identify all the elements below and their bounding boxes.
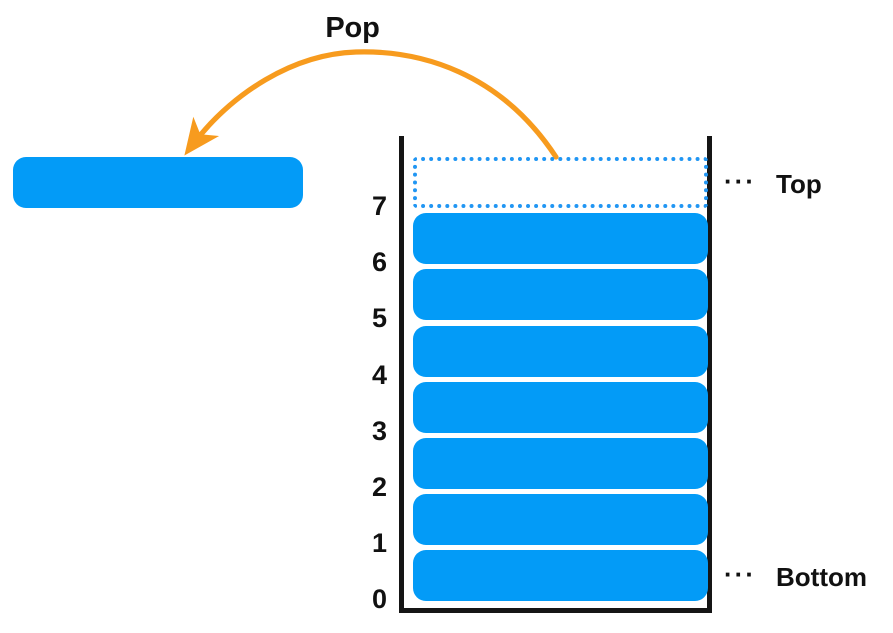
bottom-leader-dots: ···: [724, 559, 756, 589]
pop-label: Pop: [325, 12, 380, 44]
stack-slot-3[interactable]: [413, 381, 708, 433]
stack-slot-6[interactable]: [413, 213, 708, 265]
stack-index-7: 7: [371, 191, 387, 221]
popped-element[interactable]: [13, 157, 303, 208]
stack-slot-4[interactable]: [413, 325, 708, 377]
stack-index-5: 5: [371, 303, 387, 334]
stack-index-1: 1: [371, 528, 387, 559]
stack-index-column: 7 6 5 4 3 2 1 0: [335, 137, 387, 615]
bottom-label: Bottom: [776, 562, 867, 592]
stack-index-0: 0: [371, 584, 387, 615]
stack-container: [399, 136, 712, 613]
stack-index-6: 6: [371, 247, 387, 278]
stack-slots: [404, 136, 717, 613]
top-label: Top: [776, 169, 822, 199]
stack-index-4: 4: [371, 359, 387, 390]
stack-slot-0[interactable]: [413, 550, 708, 602]
stack-slot-5[interactable]: [413, 269, 708, 321]
stack-slot-1[interactable]: [413, 494, 708, 546]
top-leader-dots: ···: [724, 166, 756, 196]
stack-index-2: 2: [371, 472, 387, 502]
stack-slot-2[interactable]: [413, 438, 708, 489]
stack-slot-7[interactable]: [413, 157, 708, 208]
stack-index-3: 3: [371, 415, 387, 446]
